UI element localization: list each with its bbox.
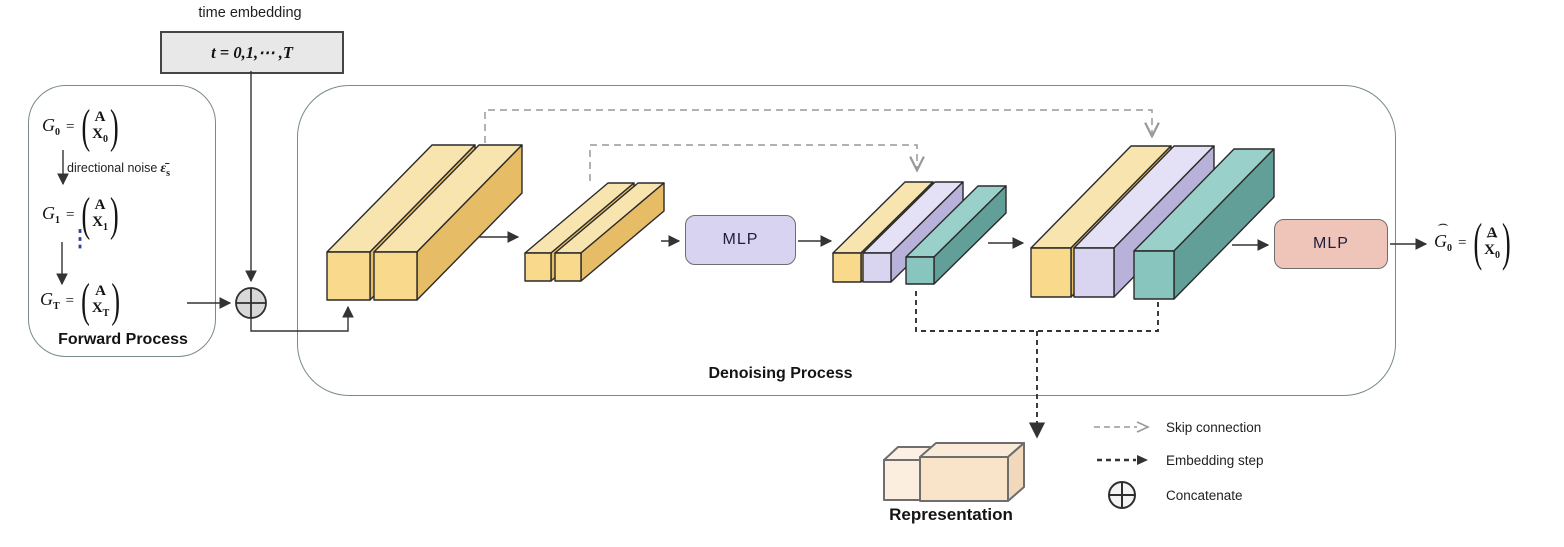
gt-matrix-a: A — [95, 282, 106, 299]
legend-item-skip-connection: Skip connection — [1090, 412, 1261, 442]
paren-close: ) — [111, 273, 120, 327]
time-embedding-box: t = 0,1,⋯ ,T — [160, 31, 344, 74]
representation-label: Representation — [889, 505, 1013, 524]
time-embedding-label: time embedding — [198, 5, 302, 21]
g1-var: G — [42, 203, 55, 224]
paren-close: ) — [1501, 212, 1511, 272]
mlp-encoder-label: MLP — [722, 231, 759, 248]
forward-process-title: Forward Process — [58, 331, 188, 348]
concatenate-plus-circle-icon — [1090, 479, 1154, 511]
output-var: G — [1434, 231, 1447, 252]
mlp-decoder-box: MLP — [1274, 219, 1388, 269]
paren-open: ( — [81, 187, 91, 241]
equation-gt: GT = ( A XT ) — [40, 273, 120, 327]
widehat: ˆ — [1486, 232, 1498, 247]
paren-close: ) — [109, 187, 119, 241]
gt-matrix-x: X — [91, 299, 103, 316]
vertical-dots: ⋮ — [70, 226, 90, 252]
g0-matrix-a: A — [94, 108, 106, 125]
mlp-encoder-box: MLP — [685, 215, 796, 265]
widehat: ˆ — [1437, 221, 1449, 236]
mlp-decoder-label: MLP — [1313, 235, 1349, 252]
gt-var: G — [40, 289, 53, 310]
paren-open: ( — [81, 273, 90, 327]
denoising-process-box — [297, 85, 1396, 396]
legend-item-embedding-step: Embedding step — [1090, 445, 1264, 475]
g1-matrix-a: A — [94, 196, 106, 213]
representation-block — [883, 442, 1025, 502]
legend-label-concatenate: Concatenate — [1166, 487, 1243, 503]
equation-g0: G0 = ( A X0 ) — [42, 99, 119, 153]
g1-matrix-x: X — [92, 213, 103, 230]
time-embedding-formula: t = 0,1,⋯ ,T — [211, 42, 293, 62]
output-matrix-x: X — [1484, 241, 1495, 258]
legend-label-skip: Skip connection — [1166, 419, 1262, 435]
legend-item-concatenate: Concatenate — [1090, 478, 1243, 512]
g0-var: G — [42, 115, 55, 136]
g0-equals: = — [66, 118, 75, 135]
g0-sub: 0 — [55, 127, 60, 139]
equation-g1: G1 = ( A X1 ) — [42, 187, 119, 241]
denoising-process-title: Denoising Process — [708, 365, 853, 382]
legend-label-embedding: Embedding step — [1166, 452, 1264, 468]
g0-matrix-x: X — [92, 125, 103, 142]
forward-process-box — [28, 85, 216, 357]
embedding-step-arrow-icon — [1090, 453, 1154, 467]
skip-connection-arrow-icon — [1090, 420, 1154, 434]
paren-close: ) — [109, 99, 119, 153]
output-matrix-a: A — [1486, 224, 1498, 241]
concatenate-symbol — [235, 287, 267, 319]
paren-open: ( — [1473, 212, 1483, 272]
paren-open: ( — [81, 99, 91, 153]
